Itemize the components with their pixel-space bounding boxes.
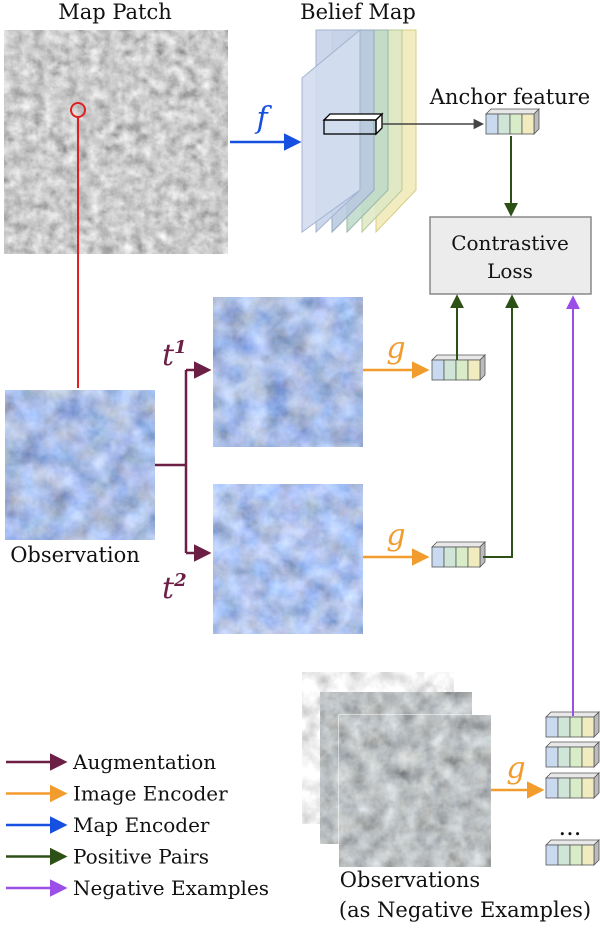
feature-vector-top	[545, 741, 600, 748]
augmentation-t1-label: t1	[162, 337, 187, 373]
feature-vector-cell	[569, 777, 583, 799]
feature-vector-cell	[467, 359, 481, 381]
map-encoder-f-label: f	[254, 101, 272, 136]
feature-vector-cell	[581, 746, 595, 768]
feature-vector-side	[593, 839, 600, 866]
feature-vector-cell	[431, 546, 445, 568]
feature-vector-cell	[545, 746, 559, 768]
feature-vector-cell	[455, 359, 469, 381]
observation-label: Observation	[10, 543, 140, 567]
positive-feature-vector-1	[431, 354, 486, 381]
observations-negative-line2: (as Negative Examples)	[339, 898, 591, 922]
feature-vector-side	[593, 711, 600, 738]
augmented-view-2	[213, 484, 363, 634]
feature-vector-cell	[557, 844, 571, 866]
belief-map-stack	[301, 28, 417, 234]
feature-vector-cell	[569, 844, 583, 866]
feature-vector-cell	[443, 359, 457, 381]
feature-vector-top	[431, 541, 486, 548]
feature-vector-cell	[545, 777, 559, 799]
feature-vector-side	[479, 354, 486, 381]
positive-feature-vector-2	[431, 541, 486, 568]
legend-label: Image Encoder	[73, 782, 228, 806]
anchor-cuboid	[322, 112, 384, 136]
feature-vector-cell	[455, 546, 469, 568]
feature-vector-cell	[569, 746, 583, 768]
legend-label: Positive Pairs	[73, 845, 209, 869]
feature-vector-side	[593, 772, 600, 799]
map-patch-label: Map Patch	[58, 0, 172, 24]
feature-vector-cell	[569, 716, 583, 738]
feature-vector-cell	[443, 546, 457, 568]
legend-label: Negative Examples	[73, 876, 269, 900]
negative-feature-vector-4	[545, 839, 600, 866]
feature-vector-cell	[557, 777, 571, 799]
feature-vector-cell	[557, 746, 571, 768]
contrastive-loss-line2: Loss	[487, 259, 533, 283]
anchor-feature-vector	[485, 108, 540, 135]
feature-vector-top	[545, 772, 600, 779]
negative-ellipsis: ...	[559, 813, 582, 841]
feature-vector-cell	[509, 113, 523, 135]
feature-vector-cell	[581, 716, 595, 738]
negative-observations-stack	[302, 672, 492, 868]
image-encoder-g-label-neg: g	[506, 751, 525, 786]
feature-vector-cell	[581, 777, 595, 799]
feature-vector-cell	[467, 546, 481, 568]
legend-label: Augmentation	[72, 750, 216, 774]
feature-vector-side	[479, 541, 486, 568]
contrastive-loss-box	[429, 216, 592, 295]
feature-vector-cell	[521, 113, 535, 135]
image-encoder-g-label-2: g	[386, 518, 405, 553]
feature-vector-top	[485, 108, 540, 115]
augmentation-branch	[155, 361, 212, 562]
contrastive-loss-line1: Contrastive	[451, 231, 569, 255]
map-patch-image	[4, 30, 228, 254]
feature-vector-top	[545, 839, 600, 846]
observation-image	[5, 390, 155, 540]
feature-vector-cell	[431, 359, 445, 381]
negative-feature-vector-2	[545, 741, 600, 768]
image-encoder-g-label-1: g	[386, 331, 405, 366]
augmentation-t2-label: t2	[162, 570, 187, 606]
feature-vector-side	[533, 108, 540, 135]
feature-vector-cell	[485, 113, 499, 135]
feature-vector-side	[593, 741, 600, 768]
legend-label: Map Encoder	[73, 813, 210, 837]
feature-vector-cell	[497, 113, 511, 135]
feature-vector-cell	[557, 716, 571, 738]
feature-vector-top	[431, 354, 486, 361]
observations-negative-line1: Observations	[340, 868, 480, 892]
positive-pair-arrow-2	[483, 294, 519, 558]
feature-vector-cell	[581, 844, 595, 866]
anchor-feature-label: Anchor feature	[429, 85, 590, 109]
feature-vector-cell	[545, 844, 559, 866]
negative-feature-vector-1	[545, 711, 600, 738]
augmented-view-1	[213, 297, 363, 447]
belief-map-label: Belief Map	[300, 0, 416, 24]
negative-feature-vector-3	[545, 772, 600, 799]
feature-vector-cell	[545, 716, 559, 738]
